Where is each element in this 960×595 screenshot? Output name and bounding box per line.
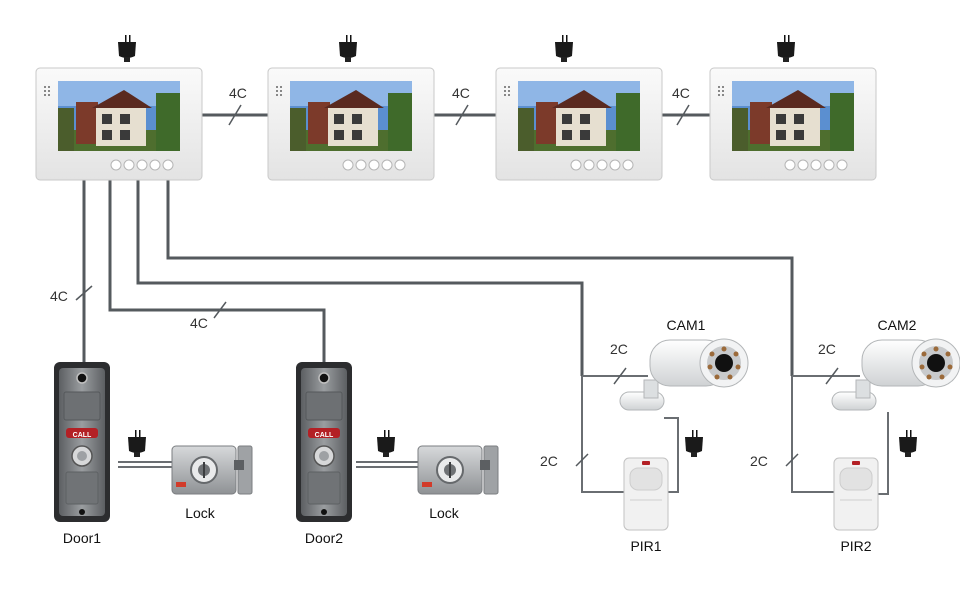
device-label-lock1: Lock bbox=[185, 505, 216, 521]
monitor-4 bbox=[709, 67, 877, 181]
door-station-2 bbox=[295, 361, 353, 523]
device-label-lock2: Lock bbox=[429, 505, 460, 521]
tick-cam1 bbox=[613, 367, 627, 385]
wire-label-cam2: 2C bbox=[818, 341, 836, 357]
device-label-cam1: CAM1 bbox=[667, 317, 706, 333]
wire-label-cam1: 2C bbox=[610, 341, 628, 357]
tick-pir2 bbox=[785, 453, 799, 467]
lock-2 bbox=[417, 445, 499, 495]
tick-cam2 bbox=[825, 367, 839, 385]
wire-cam2-power bbox=[876, 412, 889, 495]
device-label-pir2: PIR2 bbox=[840, 538, 871, 554]
pir-sensor-1 bbox=[623, 457, 669, 531]
adapter-pir-1-icon bbox=[685, 430, 703, 457]
device-label-cam2: CAM2 bbox=[878, 317, 917, 333]
tick-m3-m4 bbox=[676, 104, 690, 126]
wire-pir2 bbox=[791, 376, 834, 493]
pir-sensor-2 bbox=[833, 457, 879, 531]
adapter-monitor-1-icon bbox=[118, 35, 136, 62]
adapter-lock-1-icon bbox=[128, 430, 146, 457]
camera-2 bbox=[831, 338, 960, 411]
wire-cam2-main bbox=[166, 180, 794, 376]
wire-label-m2-m3: 4C bbox=[452, 85, 470, 101]
door-station-1 bbox=[53, 361, 111, 523]
wire-label-m1-m2: 4C bbox=[229, 85, 247, 101]
tick-door2 bbox=[213, 301, 227, 319]
camera-1 bbox=[619, 338, 749, 411]
adapter-cam-2-icon bbox=[899, 430, 917, 457]
wire-pir1-power bbox=[664, 417, 679, 493]
wire-cam1-main bbox=[136, 180, 584, 376]
tick-door1 bbox=[75, 285, 93, 301]
call-label-2: CALL bbox=[315, 432, 334, 439]
wire-door2 bbox=[108, 180, 326, 362]
device-label-door2: Door2 bbox=[305, 530, 343, 546]
tick-pir1 bbox=[575, 453, 589, 467]
wire-label-pir1: 2C bbox=[540, 453, 558, 469]
monitor-3 bbox=[495, 67, 663, 181]
wire-pir1 bbox=[581, 376, 624, 493]
tick-m1-m2 bbox=[228, 104, 242, 126]
wire-label-pir2: 2C bbox=[750, 453, 768, 469]
wire-label-m3-m4: 4C bbox=[672, 85, 690, 101]
tick-m2-m3 bbox=[455, 104, 469, 126]
device-label-pir1: PIR1 bbox=[630, 538, 661, 554]
adapter-monitor-4-icon bbox=[777, 35, 795, 62]
adapter-lock-2-icon bbox=[377, 430, 395, 457]
wire-label-door2: 4C bbox=[190, 315, 208, 331]
wire-label-door1: 4C bbox=[50, 288, 68, 304]
adapter-monitor-3-icon bbox=[555, 35, 573, 62]
monitor-2 bbox=[267, 67, 435, 181]
monitor-1 bbox=[35, 67, 203, 181]
device-label-door1: Door1 bbox=[63, 530, 101, 546]
lock-1 bbox=[171, 445, 253, 495]
call-label-1: CALL bbox=[73, 432, 92, 439]
adapter-monitor-2-icon bbox=[339, 35, 357, 62]
